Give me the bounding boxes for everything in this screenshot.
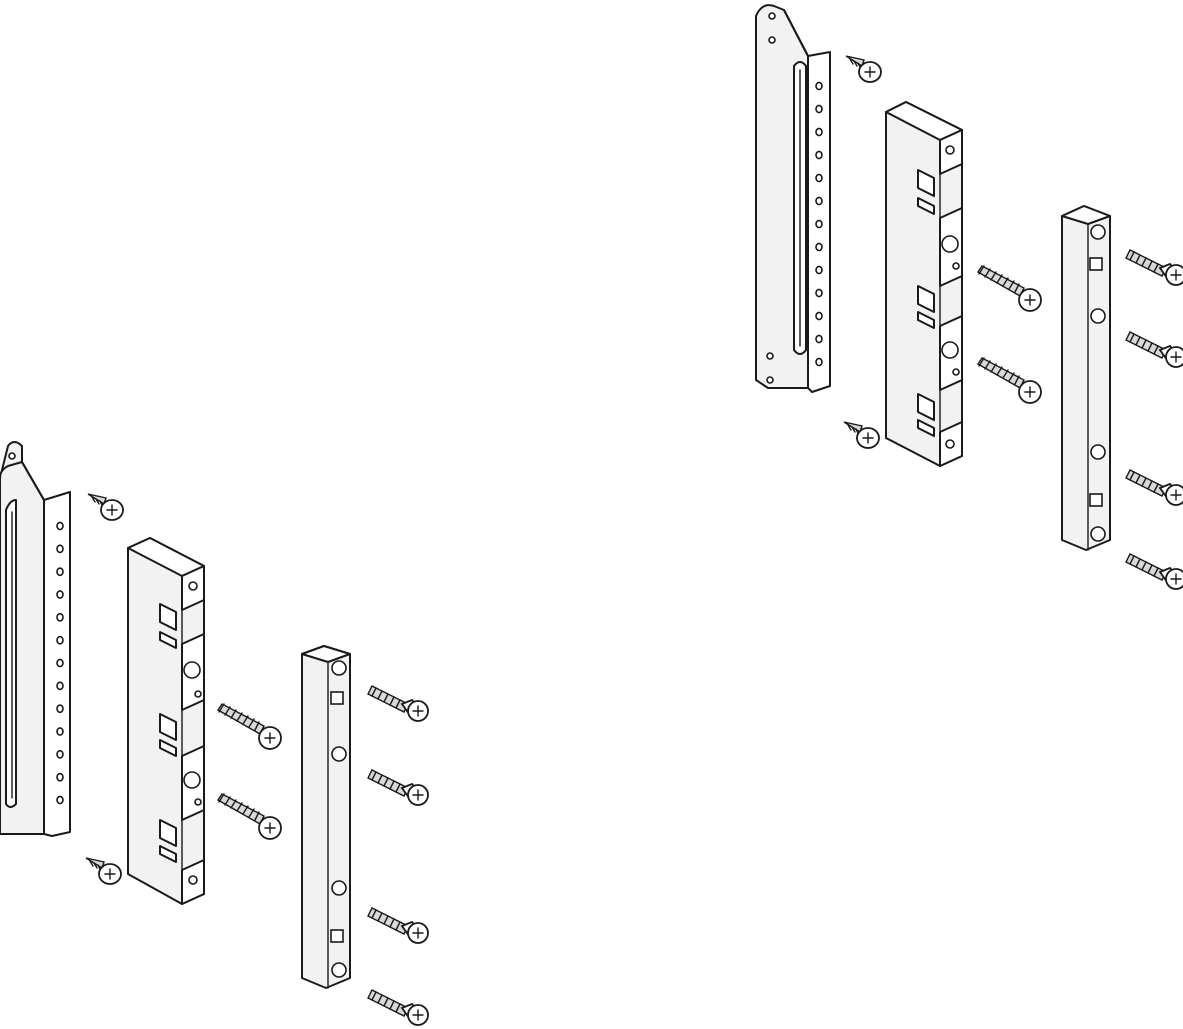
threaded-screw-right-1 — [977, 265, 1042, 312]
bracket-hole — [56, 544, 64, 554]
machine-screw-left-3 — [367, 907, 429, 944]
connector-bar-right — [1061, 205, 1111, 551]
bracket-hole — [56, 567, 64, 577]
self-tapping-screw-left-bottom — [85, 857, 122, 885]
bracket-hole — [815, 219, 823, 229]
bracket-hole — [56, 612, 64, 622]
threaded-screw-right-2 — [977, 357, 1042, 404]
connector-bar-left — [301, 645, 351, 989]
machine-screw-left-4 — [367, 989, 429, 1026]
self-tapping-screw-right-top — [845, 55, 882, 83]
bracket-hole — [815, 196, 823, 206]
bracket-hole — [56, 704, 64, 714]
bracket-hole — [815, 150, 823, 160]
self-tapping-screw-left-top — [87, 493, 124, 521]
bracket-hole — [815, 81, 823, 91]
mounting-block-right — [885, 101, 963, 467]
bracket-hole — [815, 242, 823, 252]
bracket-hole — [815, 311, 823, 321]
bracket-hole — [56, 795, 64, 805]
machine-screw-left-1 — [367, 685, 429, 722]
machine-screw-right-2 — [1125, 331, 1183, 368]
bracket-hole — [815, 104, 823, 114]
bracket-hole — [56, 727, 64, 736]
machine-screw-right-4 — [1125, 553, 1183, 590]
self-tapping-screw-right-bottom — [843, 421, 880, 449]
bracket-holes-right — [815, 81, 823, 367]
bracket-holes-left — [56, 521, 64, 805]
bracket-hole — [815, 334, 823, 344]
bracket-hole — [56, 521, 64, 531]
threaded-screw-left-2 — [217, 793, 282, 840]
kit-right — [755, 4, 1183, 590]
bracket-hole — [56, 635, 64, 645]
bracket-hole — [815, 127, 823, 137]
bracket-hole — [56, 590, 64, 599]
machine-screw-right-3 — [1125, 469, 1183, 506]
bracket-hole — [815, 173, 823, 183]
bracket-hole — [56, 658, 64, 668]
bracket-hole — [815, 288, 823, 298]
machine-screw-left-2 — [367, 769, 429, 806]
bracket-hole — [56, 772, 64, 782]
bracket-hole — [815, 265, 823, 275]
bracket-hole — [815, 357, 823, 367]
kit-left — [0, 441, 429, 1026]
angle-bracket-left — [0, 441, 71, 837]
machine-screw-right-1 — [1125, 249, 1183, 286]
mounting-block-left — [127, 537, 205, 905]
bracket-hole — [56, 749, 64, 759]
threaded-screw-left-1 — [217, 703, 282, 750]
angle-bracket-right — [755, 4, 831, 393]
bracket-hole — [56, 681, 64, 691]
